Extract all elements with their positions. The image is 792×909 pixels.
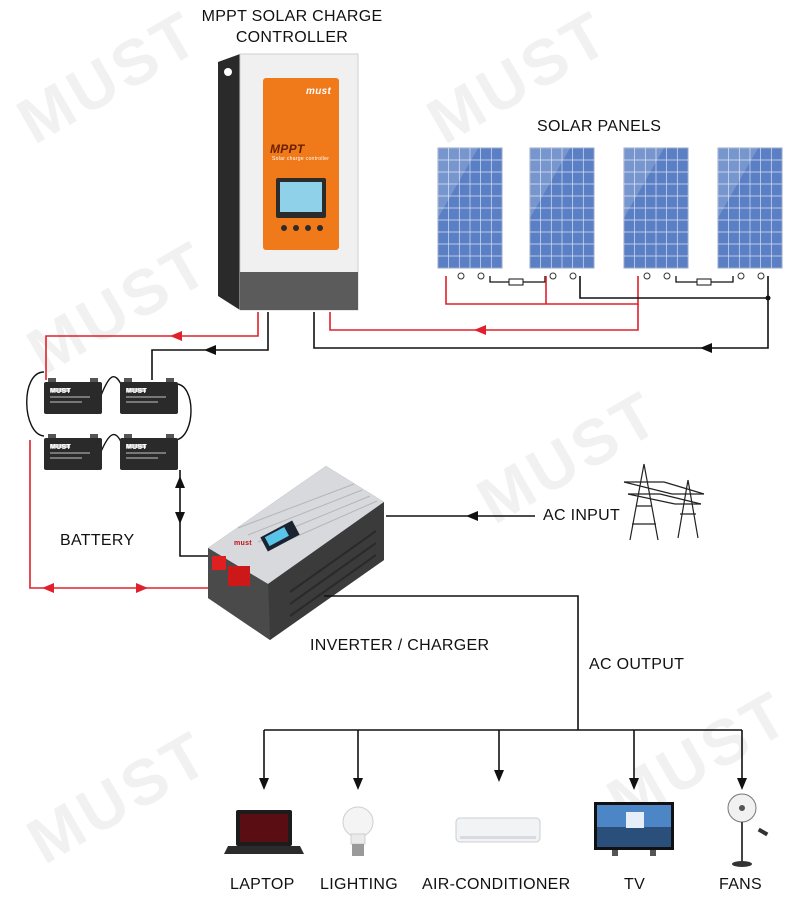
controller-brand: must bbox=[306, 86, 332, 97]
ac-output-label: AC OUTPUT bbox=[589, 656, 685, 673]
solar-panel bbox=[529, 147, 595, 269]
pv-wires bbox=[313, 276, 771, 349]
load-label-tv: TV bbox=[624, 876, 646, 893]
load-label-air-conditioner: AIR-CONDITIONER bbox=[422, 876, 571, 893]
battery bbox=[44, 378, 102, 414]
load-label-fans: FANS bbox=[719, 876, 762, 893]
controller-title: MPPT SOLAR CHARGE CONTROLLER bbox=[180, 6, 404, 48]
flow-arrow bbox=[474, 325, 486, 335]
solar-panel bbox=[623, 147, 689, 269]
ac-input-label: AC INPUT bbox=[543, 507, 621, 524]
solar-panel bbox=[717, 147, 783, 269]
controller-title-line1: MPPT SOLAR CHARGE bbox=[201, 8, 383, 25]
panel-terminals bbox=[457, 272, 765, 280]
controller-subtitle: Solar charge controller bbox=[272, 156, 330, 162]
inverter-label: INVERTER / CHARGER bbox=[310, 637, 490, 654]
laptop-icon bbox=[224, 810, 304, 854]
fan-icon bbox=[727, 793, 769, 867]
controller-title-line2: CONTROLLER bbox=[235, 29, 349, 46]
battery-brand: MUST bbox=[126, 444, 148, 451]
battery-brand: MUST bbox=[126, 388, 148, 395]
solar-panel bbox=[437, 147, 503, 269]
battery bbox=[120, 378, 178, 414]
controller-model: MPPT bbox=[270, 142, 305, 156]
ac-output-wires bbox=[263, 595, 743, 782]
battery-brand: MUST bbox=[50, 444, 72, 451]
battery-label: BATTERY bbox=[60, 532, 135, 549]
tv-icon bbox=[594, 802, 674, 856]
battery-charge-wires bbox=[45, 312, 269, 380]
load-label-laptop: LAPTOP bbox=[230, 876, 295, 893]
air-conditioner-icon bbox=[455, 817, 541, 843]
mppt-controller-unit bbox=[218, 53, 359, 311]
solar-panels-label: SOLAR PANELS bbox=[537, 118, 662, 135]
light-bulb-icon bbox=[342, 806, 374, 856]
power-tower-icon bbox=[623, 463, 705, 541]
battery bbox=[120, 434, 178, 470]
battery-bank bbox=[26, 371, 192, 470]
battery-brand: MUST bbox=[50, 388, 72, 395]
battery bbox=[44, 434, 102, 470]
inverter-brand: must bbox=[234, 540, 252, 547]
flow-arrow bbox=[700, 343, 712, 353]
load-label-lighting: LIGHTING bbox=[320, 876, 398, 893]
solar-panel-array bbox=[437, 147, 783, 286]
inverter-charger-unit bbox=[208, 466, 384, 640]
